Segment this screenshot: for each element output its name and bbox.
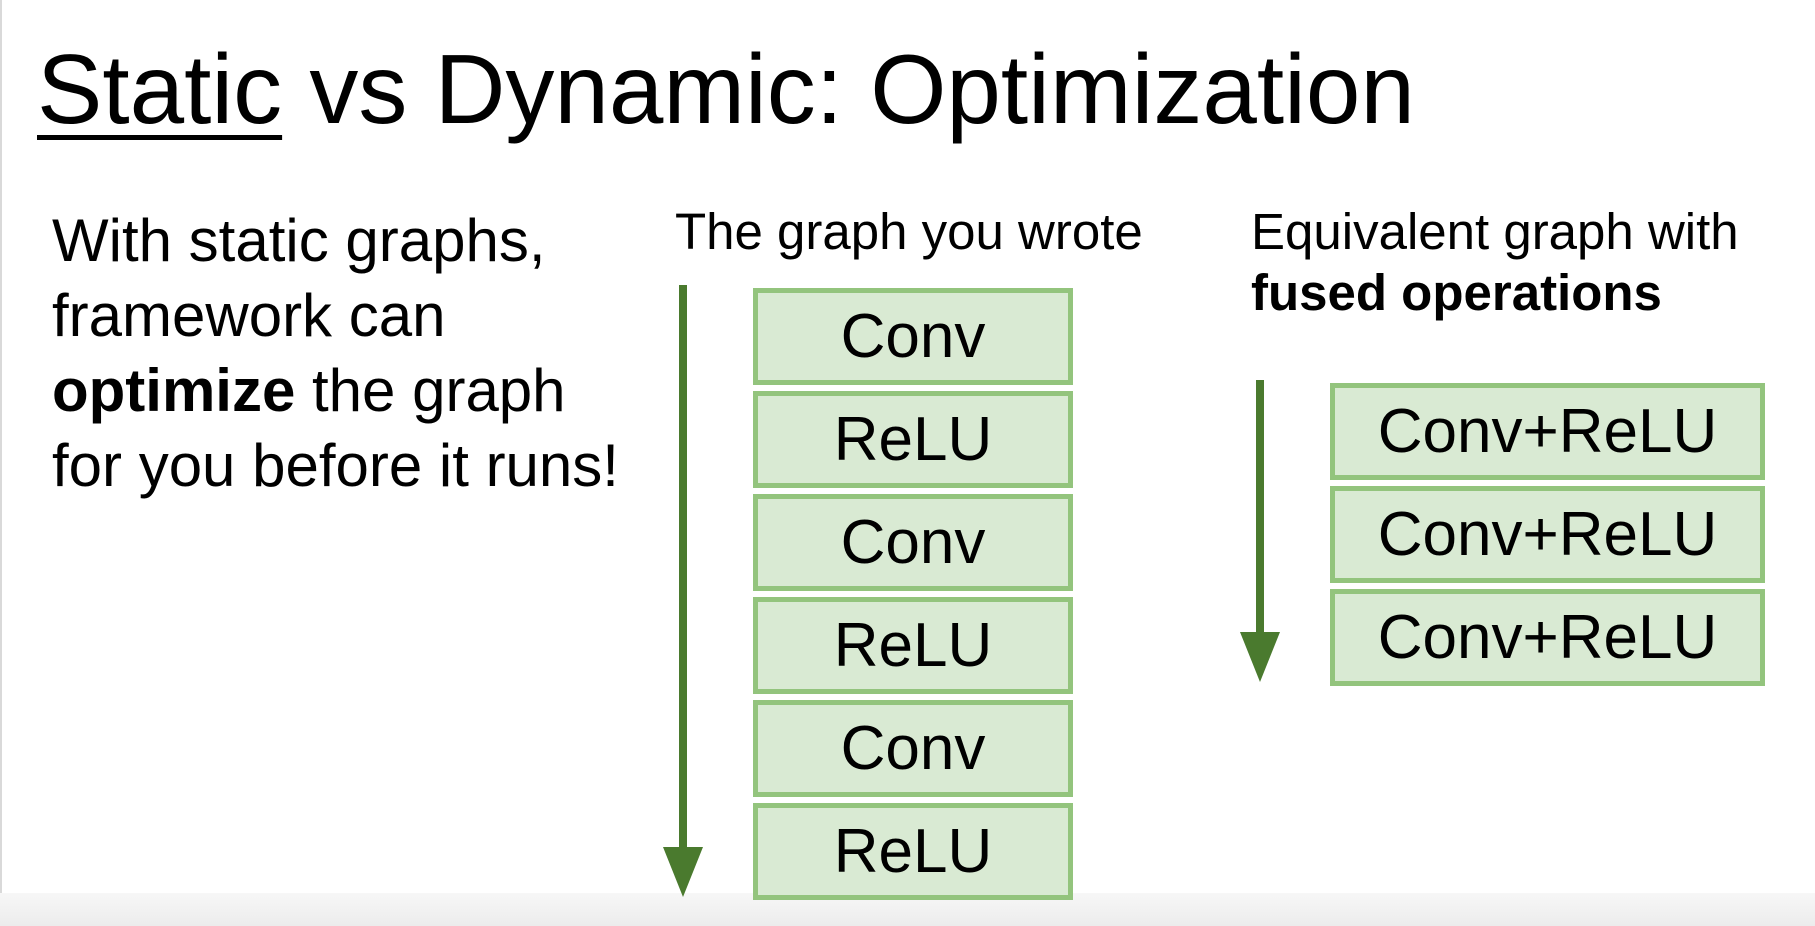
op-box: ReLU — [753, 597, 1073, 694]
description-part1: With static graphs, framework can — [52, 207, 546, 349]
original-graph-stack: Conv ReLU Conv ReLU Conv ReLU — [753, 288, 1073, 900]
fused-graph-stack: Conv+ReLU Conv+ReLU Conv+ReLU — [1330, 383, 1765, 686]
original-graph-flow-arrow — [663, 285, 703, 897]
description-bold: optimize — [52, 357, 296, 424]
slide-title: Static vs Dynamic: Optimization — [37, 33, 1415, 146]
original-graph-heading: The graph you wrote — [675, 203, 1143, 260]
fused-graph-heading-line1: Equivalent graph with — [1251, 203, 1739, 260]
description-text: With static graphs, framework can optimi… — [52, 203, 632, 503]
op-box: ReLU — [753, 803, 1073, 900]
fused-graph-heading-bold: fused operations — [1251, 264, 1662, 321]
slide-left-edge — [0, 0, 2, 926]
fused-graph-flow-arrow — [1240, 380, 1280, 682]
description-part2: the graph for you before it runs! — [52, 357, 619, 499]
op-box: ReLU — [753, 391, 1073, 488]
op-box: Conv — [753, 700, 1073, 797]
op-box: Conv — [753, 494, 1073, 591]
fused-op-box: Conv+ReLU — [1330, 486, 1765, 583]
title-rest: vs Dynamic: Optimization — [282, 34, 1415, 144]
fused-op-box: Conv+ReLU — [1330, 383, 1765, 480]
fused-graph-heading-line2: fused operations — [1251, 262, 1662, 323]
fused-op-box: Conv+ReLU — [1330, 589, 1765, 686]
title-underlined-word: Static — [37, 34, 283, 144]
op-box: Conv — [753, 288, 1073, 385]
